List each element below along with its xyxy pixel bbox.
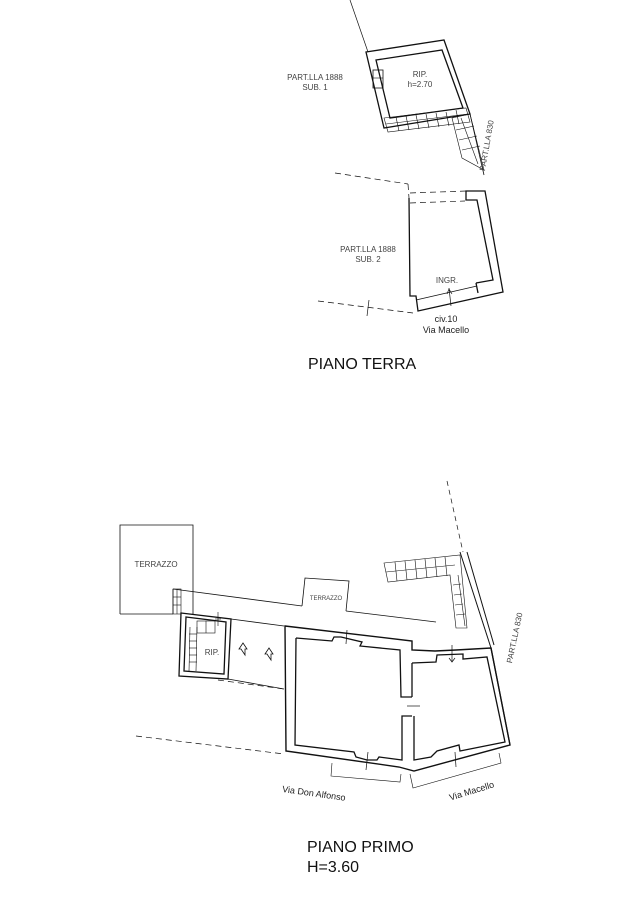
entrance-label: INGR. [435, 276, 459, 285]
first-floor-title: PIANO PRIMO H=3.60 [307, 838, 414, 878]
sub-number: SUB. 1 [302, 83, 328, 92]
terrace-small-label: TERRAZZO [309, 596, 343, 602]
ground-floor-title: PIANO TERRA [308, 356, 417, 373]
room-height: h=2.70 [407, 80, 433, 89]
civic-number: civ.10 [434, 314, 458, 324]
floor-height: H=3.60 [307, 859, 360, 876]
storage-room-label: RIP. [204, 648, 220, 657]
floor-name: PIANO PRIMO [307, 839, 414, 856]
parcel-1888-sub1-label: PART.LLA 1888 SUB. 1 [280, 73, 350, 93]
parcel-number: PART.LLA 1888 [340, 245, 396, 254]
storage-room-label: RIP. h=2.70 [400, 70, 440, 90]
sub-number: SUB. 2 [355, 255, 381, 264]
terrace-large-label: TERRAZZO [134, 560, 178, 569]
room-name: RIP. [412, 70, 428, 79]
parcel-number: PART.LLA 1888 [287, 73, 343, 82]
street-name: Via Macello [422, 325, 470, 335]
address-label: civ.10 Via Macello [416, 314, 476, 336]
parcel-1888-sub2-label: PART.LLA 1888 SUB. 2 [333, 245, 403, 265]
